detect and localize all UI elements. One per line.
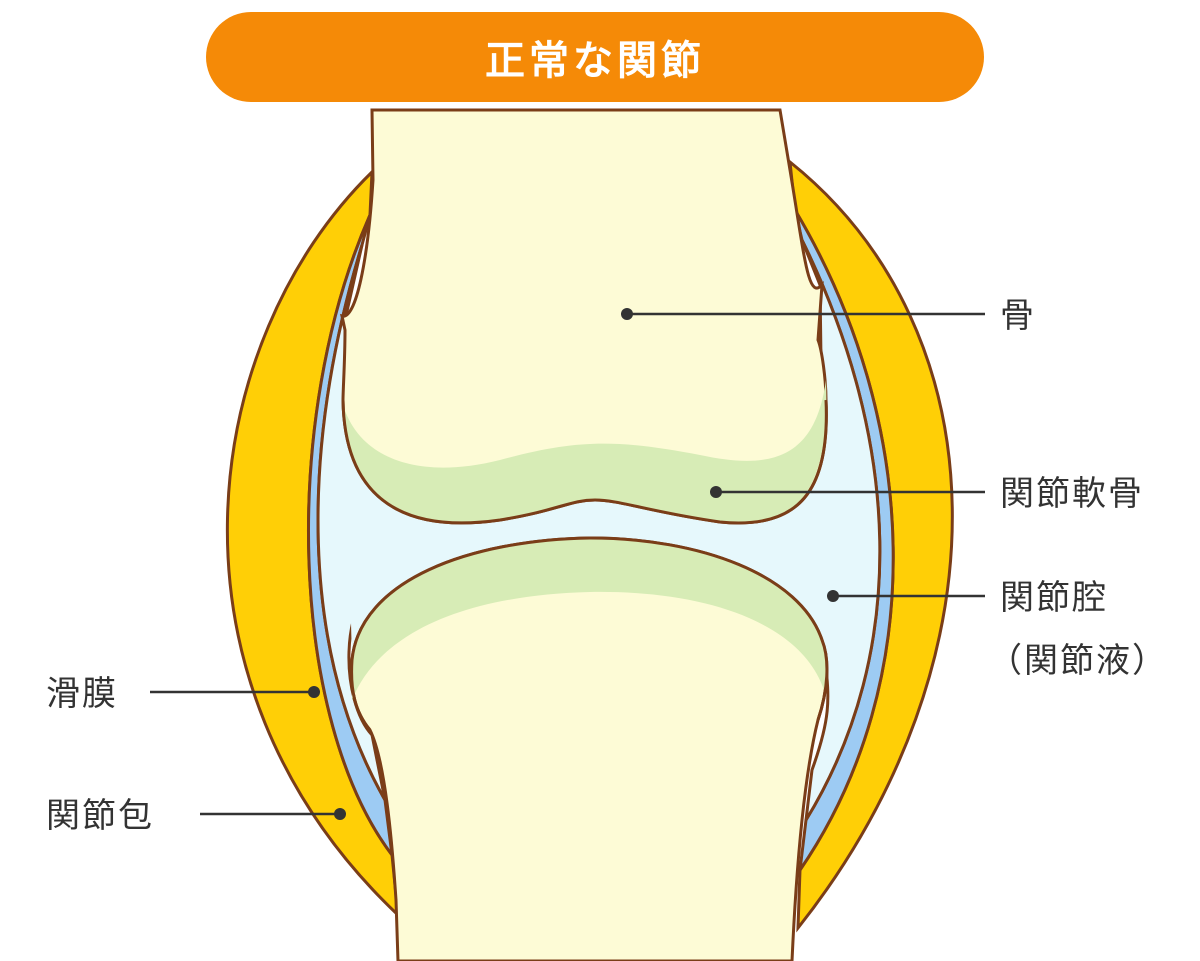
lower-cartilage bbox=[352, 538, 827, 700]
label-synovium: 滑膜 bbox=[46, 674, 118, 714]
title-banner-bg bbox=[206, 12, 984, 102]
label-capsule: 関節包 bbox=[46, 796, 154, 836]
leader-cartilage bbox=[710, 486, 985, 498]
leader-synovium bbox=[150, 686, 320, 698]
label-cartilage: 関節軟骨 bbox=[1000, 474, 1144, 514]
label-fluid: （関節液） bbox=[988, 641, 1168, 681]
title-banner: 正常な関節 bbox=[206, 12, 984, 102]
label-cavity: 関節腔 bbox=[1000, 578, 1108, 618]
upper-cartilage-outline bbox=[341, 399, 828, 525]
leader-cavity bbox=[827, 590, 985, 602]
page-title: 正常な関節 bbox=[485, 38, 705, 84]
upper-cartilage bbox=[343, 380, 827, 523]
lower-cartilage-outline bbox=[350, 536, 829, 731]
leader-capsule bbox=[200, 808, 346, 820]
leader-bone bbox=[621, 308, 985, 320]
label-bone: 骨 bbox=[1000, 296, 1036, 336]
